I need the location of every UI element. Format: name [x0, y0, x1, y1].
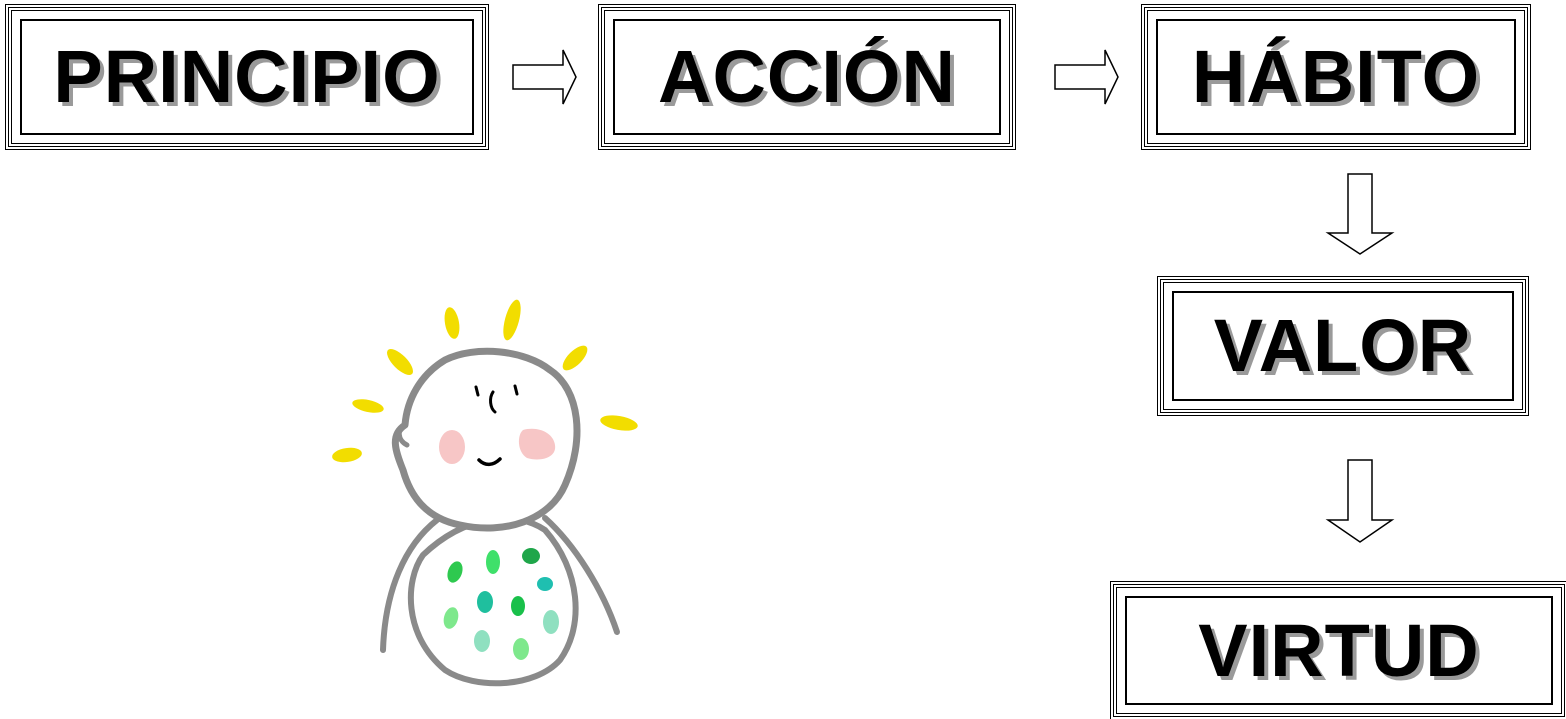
box-virtud: VIRTUD — [1110, 581, 1566, 719]
arrow-down-icon — [1325, 173, 1395, 255]
cheek-icon — [439, 430, 465, 464]
arrow-down-icon — [1325, 459, 1395, 543]
box-label-habito: HÁBITO — [1191, 35, 1481, 118]
box-label-principio: PRINCIPIO — [53, 35, 441, 118]
box-label-accion: ACCIÓN — [658, 35, 956, 118]
box-accion: ACCIÓN — [598, 4, 1016, 150]
idea-rays-icon — [332, 299, 638, 463]
box-label-virtud: VIRTUD — [1198, 608, 1480, 692]
child-body-icon — [380, 515, 620, 687]
arrow-right-icon — [1054, 49, 1119, 105]
box-habito: HÁBITO — [1141, 4, 1531, 150]
arrow-right-icon — [512, 49, 577, 105]
box-principio: PRINCIPIO — [5, 4, 489, 150]
child-head-icon — [391, 347, 581, 532]
cheek-icon — [518, 428, 556, 460]
smiling-child-icon — [332, 299, 638, 687]
body-spots-icon — [443, 548, 559, 660]
box-valor: VALOR — [1157, 276, 1529, 416]
box-label-valor: VALOR — [1213, 304, 1473, 387]
